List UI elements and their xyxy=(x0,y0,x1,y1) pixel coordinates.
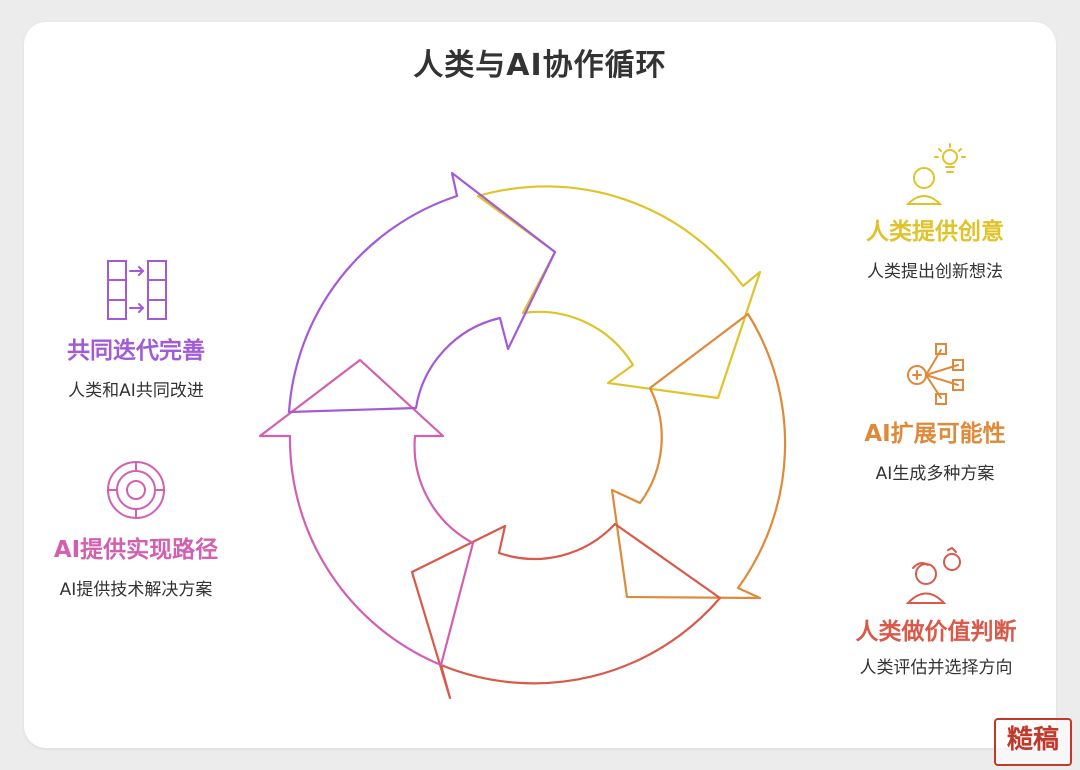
cycle-segment-path xyxy=(258,358,475,667)
node-description: AI生成多种方案 xyxy=(875,464,995,484)
cycle-segment-iterate xyxy=(287,171,557,414)
diagram-card xyxy=(24,22,1056,748)
node-description: 人类和AI共同改进 xyxy=(68,381,204,401)
node-label: 人类提供创意 xyxy=(866,219,1004,245)
node-human-ideas: 人类提供创意 人类提出创新想法 xyxy=(840,216,1030,284)
grid-arrows-icon xyxy=(107,260,167,320)
node-label: AI扩展可能性 xyxy=(864,421,1006,447)
node-ai-expand: AI扩展可能性 AI生成多种方案 xyxy=(840,418,1030,486)
node-ai-path: AI提供实现路径 AI提供技术解决方案 xyxy=(30,534,242,602)
cycle-segment-expand xyxy=(610,312,787,600)
node-description: AI提供技术解决方案 xyxy=(59,580,213,600)
cycle-segment-judge xyxy=(410,522,722,700)
node-description: 人类提出创新想法 xyxy=(867,262,1003,282)
node-co-iterate: 共同迭代完善 人类和AI共同改进 xyxy=(40,335,232,403)
watermark-stamp: 糙稿 xyxy=(994,718,1072,766)
diagram-title: 人类与AI协作循环 xyxy=(413,48,667,83)
concentric-target-icon xyxy=(107,461,165,519)
node-label: AI提供实现路径 xyxy=(53,537,219,563)
node-description: 人类评估并选择方向 xyxy=(859,658,1013,678)
person-lightbulb-icon xyxy=(905,143,966,205)
node-label: 共同迭代完善 xyxy=(67,338,205,364)
node-label: 人类做价值判断 xyxy=(855,619,1017,645)
node-human-judge: 人类做价值判断 人类评估并选择方向 xyxy=(848,616,1024,680)
cycle-segment-ideas xyxy=(476,185,762,400)
branching-network-icon xyxy=(907,343,964,405)
person-evaluate-icon xyxy=(905,546,961,604)
